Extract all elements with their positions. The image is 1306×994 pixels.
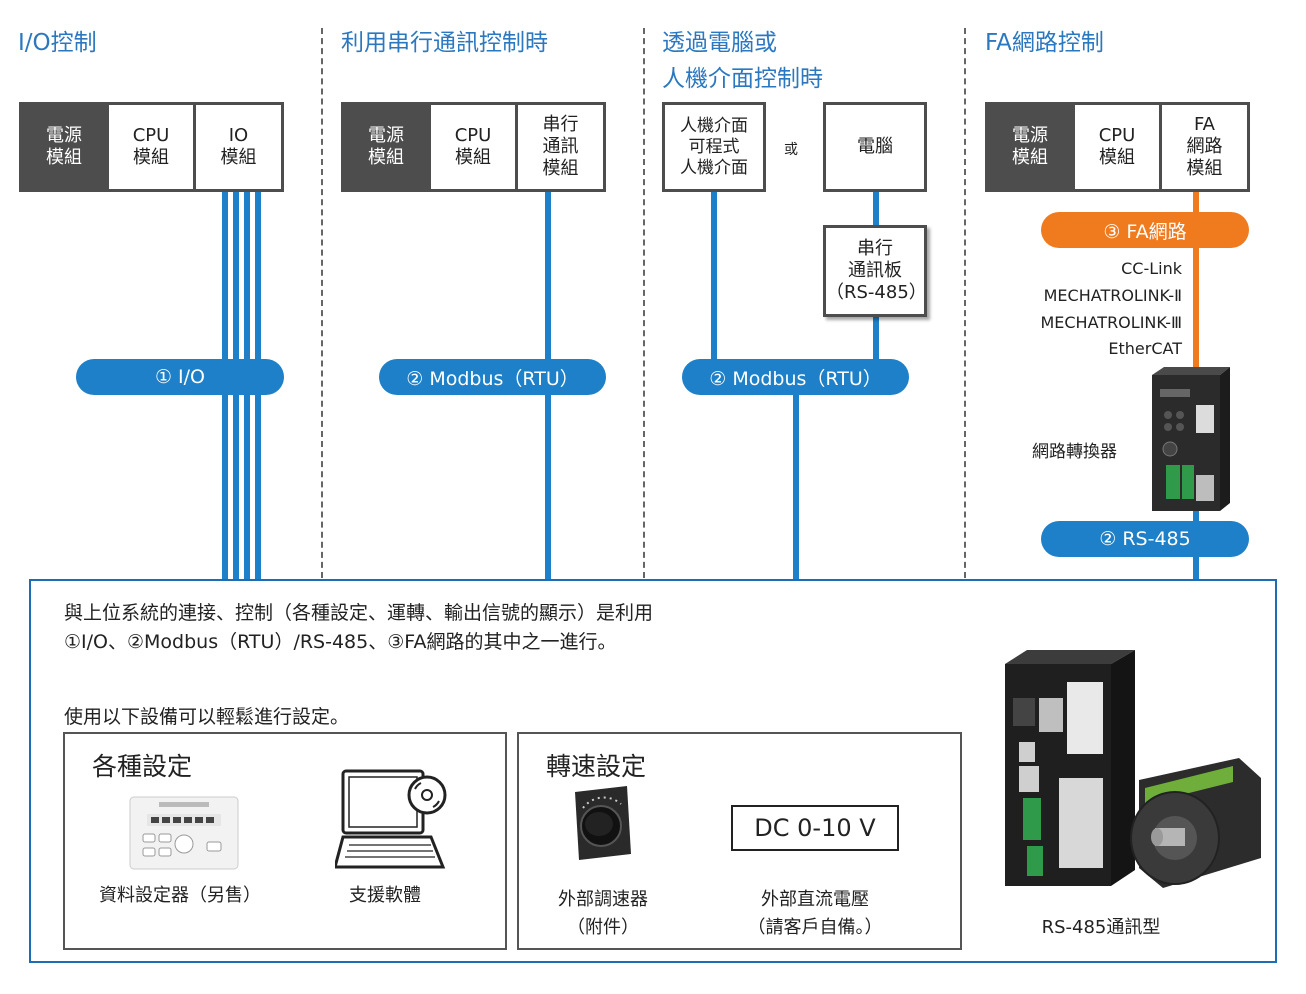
panel-text-line3: 使用以下設備可以輕鬆進行設定。 (64, 706, 350, 728)
hmi-line (711, 190, 717, 380)
serial-board-box: 串行 通訊板 （RS-485） (823, 225, 927, 317)
network-converter-image (1148, 365, 1232, 515)
dc-voltage-box: DC 0-10 V (731, 805, 899, 851)
fa-network-line (1193, 190, 1199, 370)
io-module: IO 模組 (193, 102, 284, 192)
speed-potentiometer-image (569, 784, 635, 862)
settings-box: 各種設定 (63, 732, 507, 950)
io-control-title: I/O控制 (18, 30, 97, 56)
panel-text-line2: ①I/O、②Modbus（RTU）/RS-485、③FA網路的其中之一進行。 (64, 631, 617, 653)
hmi-box: 人機介面 可程式 人機介面 (662, 102, 766, 192)
info-panel: 與上位系統的連接、控制（各種設定、運轉、輸出信號的顯示）是利用 ①I/O、②Mo… (29, 579, 1277, 963)
cpu-module: CPU 模組 (428, 102, 518, 192)
rs485-driver-motor-image (999, 638, 1265, 900)
dc-voltage-caption: 外部直流電壓 （請客戶自備。） (747, 889, 883, 938)
power-module: 電源 模組 (341, 102, 431, 192)
cpu-module: CPU 模組 (106, 102, 196, 192)
settings-title: 各種設定 (92, 752, 193, 781)
laptop-icon (333, 767, 447, 871)
fa-control-title: FA網路控制 (985, 30, 1104, 56)
speed-setting-title: 轉速設定 (546, 752, 647, 781)
modbus-pill: ② Modbus（RTU） (682, 359, 909, 395)
potentiometer-caption: 外部調速器 （附件） (558, 889, 648, 938)
modbus-pill: ② Modbus（RTU） (379, 359, 606, 395)
io-pill: ① I/O (76, 359, 284, 395)
column-divider (964, 28, 966, 578)
panel-text-line1: 與上位系統的連接、控制（各種設定、運轉、輸出信號的顯示）是利用 (64, 602, 654, 624)
support-software-caption: 支援軟體 (349, 885, 421, 906)
pc-control-title: 透過電腦或 人機介面控制時 (662, 30, 823, 92)
or-label: 或 (784, 142, 798, 158)
network-ethercat: EtherCAT (1108, 339, 1182, 358)
network-cclink: CC-Link (1121, 259, 1182, 278)
fa-network-pill: ③ FA網路 (1041, 212, 1249, 248)
column-divider (643, 28, 645, 578)
network-mechatrolink-2: MECHATROLINK-Ⅱ (1043, 286, 1182, 305)
power-module: 電源 模組 (985, 102, 1075, 192)
rs485-pill: ② RS-485 (1041, 521, 1249, 557)
serial-control-title: 利用串行通訊控制時 (341, 30, 548, 56)
modbus-down-line (793, 390, 799, 580)
serial-comm-module: 串行 通訊 模組 (515, 102, 606, 192)
cpu-module: CPU 模組 (1072, 102, 1162, 192)
power-module: 電源 模組 (19, 102, 109, 192)
data-setter-image (129, 796, 239, 870)
speed-setting-box: 轉速設定 DC 0-10 V 外部調速器 （附件） 外部直流電壓 （請客戶自備。… (517, 732, 962, 950)
network-mechatrolink-3: MECHATROLINK-Ⅲ (1040, 313, 1182, 332)
data-setter-caption: 資料設定器（另售） (99, 885, 261, 906)
fa-network-module: FA 網路 模組 (1159, 102, 1250, 192)
rs485-type-caption: RS-485通訊型 (1041, 917, 1161, 938)
column-divider (321, 28, 323, 578)
pc-box: 電腦 (823, 102, 927, 192)
network-converter-label: 網路轉換器 (1032, 442, 1117, 462)
